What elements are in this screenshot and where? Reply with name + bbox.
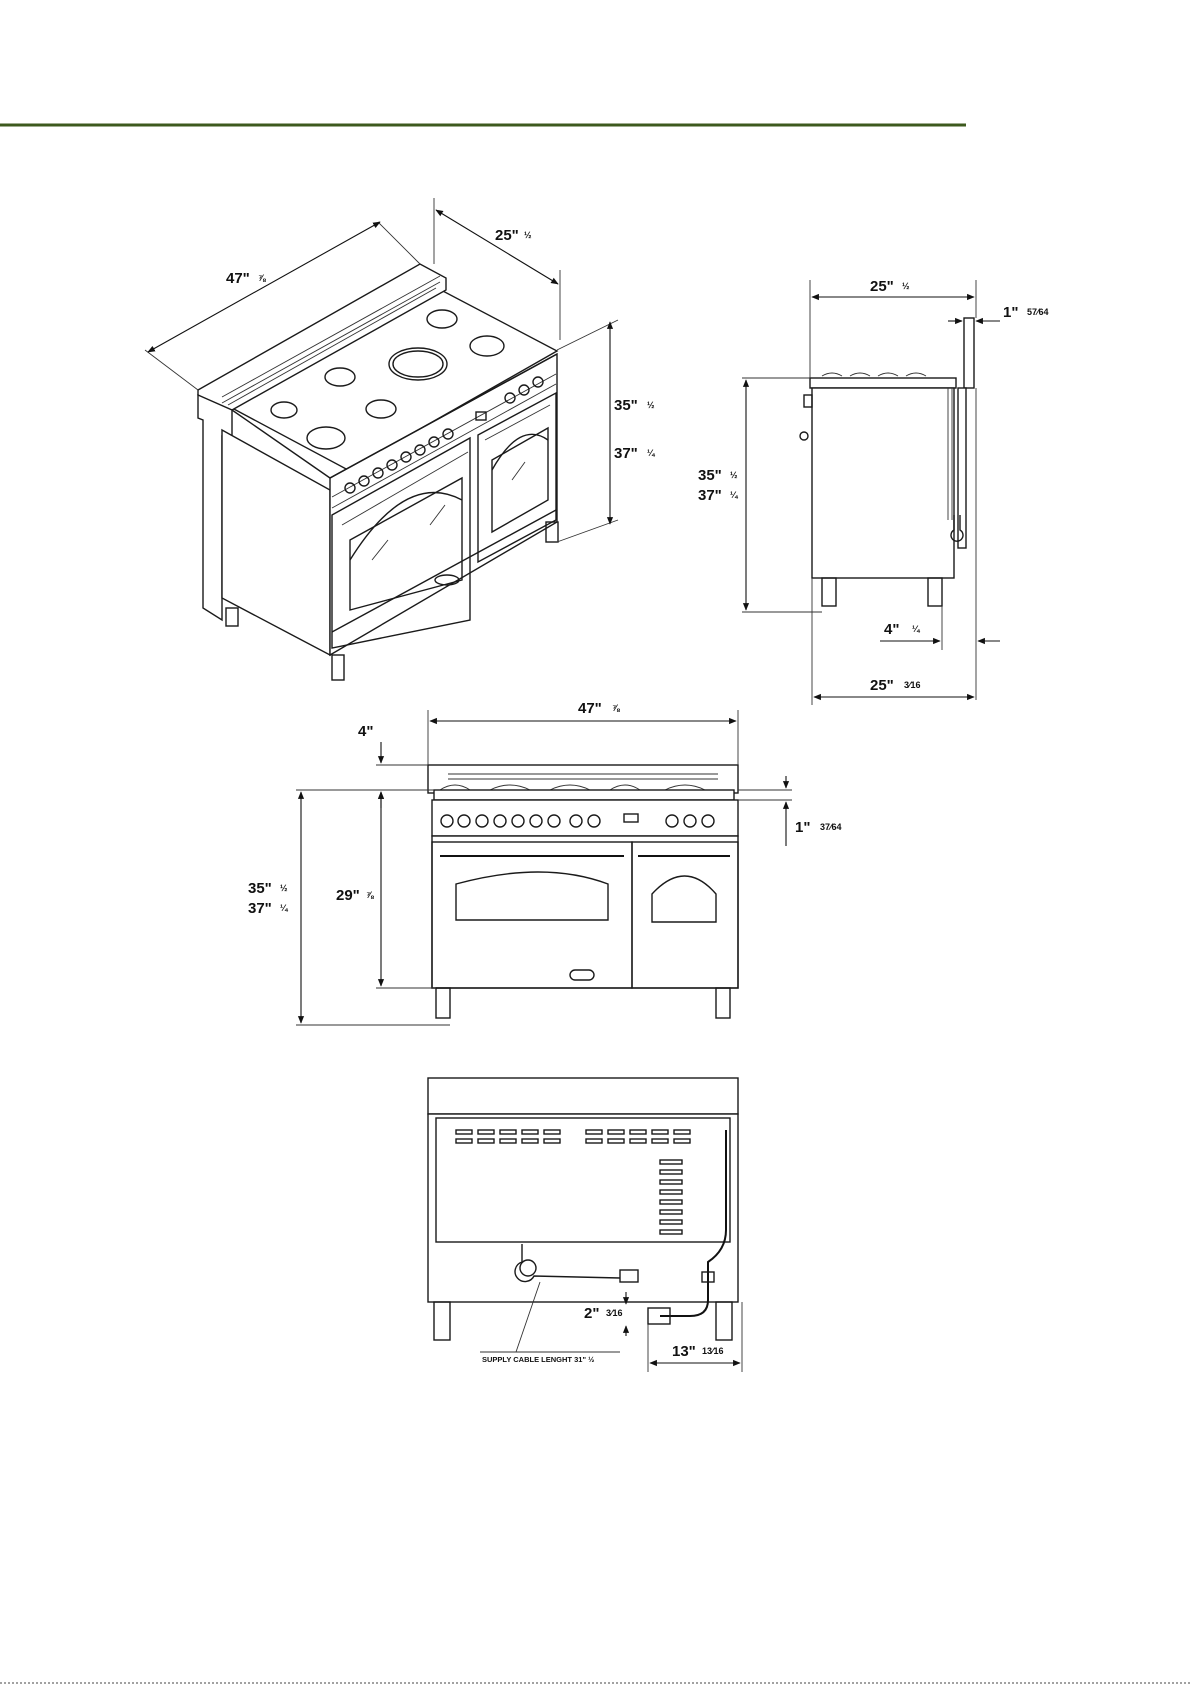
supply-cable-note: SUPPLY CABLE LENGHT 31" ½	[482, 1355, 594, 1364]
iso-depth-label: 25"	[495, 227, 519, 244]
front-height-max-label: 37"	[248, 900, 272, 917]
iso-height-max-frac: ¼	[647, 448, 656, 458]
iso-height-min-frac: ½	[647, 400, 655, 410]
front-worktop-height-frac: ⅞	[366, 890, 374, 900]
front-width-label: 47"	[578, 700, 602, 717]
front-height-min-frac: ½	[280, 883, 288, 893]
side-backguard-frac: 57⁄64	[1027, 307, 1049, 317]
side-height-max-label: 37"	[698, 487, 722, 504]
side-top-depth-frac: ½	[902, 281, 910, 291]
iso-width-frac: ⅞	[258, 273, 266, 283]
front-top-gap-label: 1"	[795, 819, 810, 836]
side-foot-offset-label: 4"	[884, 621, 899, 638]
side-bottom-depth-label: 25"	[870, 677, 894, 694]
front-top-gap-frac: 37⁄64	[820, 822, 842, 832]
front-worktop-height-label: 29"	[336, 887, 360, 904]
iso-height-min-label: 35"	[614, 397, 638, 414]
side-bottom-depth-frac: 3⁄16	[904, 680, 921, 690]
front-backguard-height-label: 4"	[358, 723, 373, 740]
rear-gas-offset-frac: 13⁄16	[702, 1346, 724, 1356]
isometric-view: 47" ⅞ 25" ½ 35" ½ 37" ¼	[145, 198, 656, 680]
side-top-depth-label: 25"	[870, 278, 894, 295]
front-view: 47" ⅞ 4" 29" ⅞ 35" ½ 37" ¼ 1" 37⁄64	[248, 700, 842, 1025]
iso-depth-frac: ½	[524, 230, 532, 240]
front-width-frac: ⅞	[612, 703, 620, 713]
iso-width-label: 47"	[226, 270, 250, 287]
rear-gas-offset-label: 13"	[672, 1343, 696, 1360]
side-view: 25" ½ 1" 57⁄64 35" ½ 37" ¼ 4" ¼ 25" 3⁄16	[698, 278, 1049, 705]
side-backguard-label: 1"	[1003, 304, 1018, 321]
iso-height-max-label: 37"	[614, 445, 638, 462]
front-height-min-label: 35"	[248, 880, 272, 897]
front-height-max-frac: ¼	[280, 903, 289, 913]
side-foot-offset-frac: ¼	[912, 624, 921, 634]
side-height-min-frac: ½	[730, 470, 738, 480]
rear-view: SUPPLY CABLE LENGHT 31" ½ 2" 3⁄16 13" 13…	[428, 1078, 742, 1372]
side-height-max-frac: ¼	[730, 490, 739, 500]
rear-gas-height-label: 2"	[584, 1305, 599, 1322]
rear-gas-height-frac: 3⁄16	[606, 1308, 623, 1318]
side-height-min-label: 35"	[698, 467, 722, 484]
